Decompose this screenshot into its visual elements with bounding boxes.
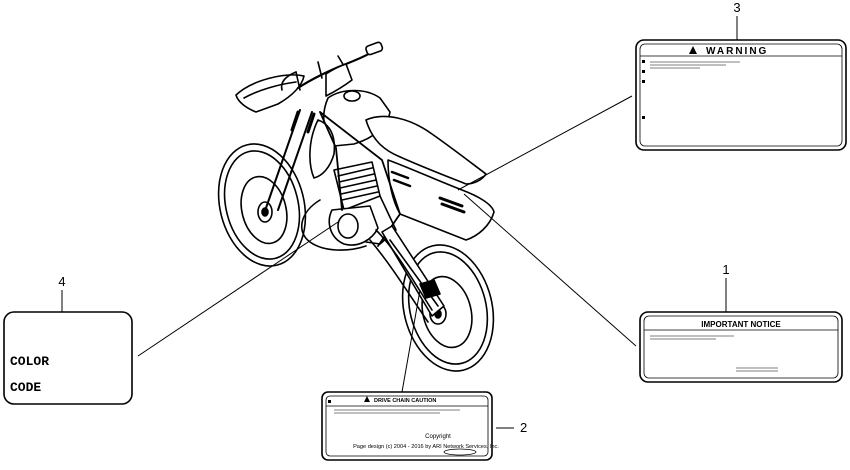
engine xyxy=(328,161,397,246)
drive-chain-caution-title: DRIVE CHAIN CAUTION xyxy=(374,398,436,404)
color-code-label[interactable]: 4 COLOR CODE xyxy=(3,274,133,405)
leader-line-color-code xyxy=(137,221,339,357)
color-code-line-2: CODE xyxy=(10,380,41,395)
leader-line-important-notice xyxy=(463,193,637,347)
callout-3: 3 xyxy=(733,0,740,15)
front-forks xyxy=(265,109,313,211)
leader-lines xyxy=(137,95,637,393)
drive-chain-caution-label[interactable]: DRIVE CHAIN CAUTION Copyright Page desig… xyxy=(321,391,527,461)
leader-line-warning xyxy=(457,95,633,191)
chain-slider-pictogram xyxy=(443,448,477,456)
rear-wheel xyxy=(401,244,495,372)
frame xyxy=(319,111,401,247)
important-notice-title: IMPORTANT NOTICE xyxy=(701,320,781,329)
color-code-line-1: COLOR xyxy=(10,354,49,369)
warning-triangle-icon xyxy=(364,396,370,402)
copyright-line-1: Copyright xyxy=(425,434,451,440)
exhaust-pipe xyxy=(300,199,367,251)
front-wheel xyxy=(217,143,307,267)
important-notice-label[interactable]: 1 IMPORTANT NOTICE xyxy=(639,262,843,383)
motorcycle-illustration xyxy=(217,41,495,372)
warning-triangle-icon xyxy=(689,46,697,54)
callout-2: 2 xyxy=(520,420,527,435)
warning-label[interactable]: 3 WARNING xyxy=(635,0,847,151)
seat xyxy=(365,115,487,185)
warning-title: WARNING xyxy=(706,46,768,57)
radiator-shroud xyxy=(309,119,336,179)
callout-1: 1 xyxy=(722,262,729,277)
callout-4: 4 xyxy=(58,274,65,289)
copyright-line-2: Page design (c) 2004 - 2016 by ARI Netwo… xyxy=(353,444,499,450)
drive-chain xyxy=(369,229,433,323)
leader-line-drive-chain xyxy=(401,289,421,393)
front-fender xyxy=(235,74,305,113)
